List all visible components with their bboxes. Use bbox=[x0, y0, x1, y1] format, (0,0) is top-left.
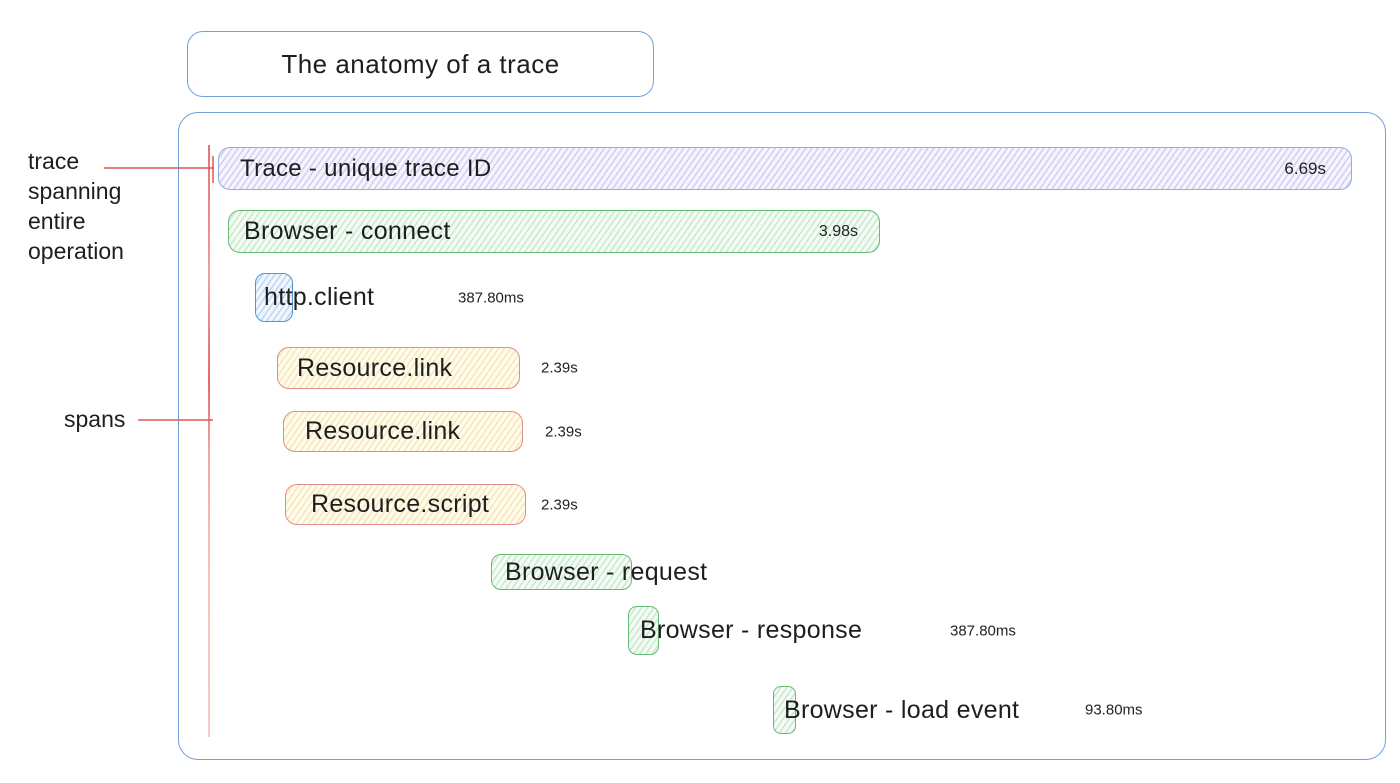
annotation-trace-line: trace bbox=[28, 148, 80, 174]
span-bar-resource-link-2 bbox=[283, 411, 523, 452]
annotation-spans-label: spans bbox=[64, 406, 126, 432]
span-row-browser-request: Browser - request bbox=[491, 554, 791, 590]
span-duration: 2.39s bbox=[541, 496, 578, 513]
span-duration: 2.39s bbox=[545, 423, 582, 440]
span-bar-http-client bbox=[255, 273, 293, 322]
annotation-trace-label: trace spanning entire operation bbox=[28, 146, 124, 266]
span-row-trace: Trace - unique trace ID 6.69s bbox=[218, 147, 1352, 190]
span-duration: 6.69s bbox=[1284, 159, 1326, 178]
spans-connector-line bbox=[138, 419, 213, 421]
span-label: Browser - connect bbox=[244, 217, 451, 245]
trace-connector-line bbox=[104, 167, 214, 169]
trace-bar bbox=[218, 147, 1352, 190]
span-row-http-client: http.client 387.80ms bbox=[255, 273, 675, 322]
span-row-resource-link-1: Resource.link 2.39s bbox=[277, 347, 637, 389]
span-bar-resource-link-1 bbox=[277, 347, 520, 389]
span-bar-browser-request bbox=[491, 554, 632, 590]
span-label: Resource.link bbox=[297, 354, 453, 382]
span-bar-browser-load-event bbox=[773, 686, 796, 734]
annotation-trace-line: operation bbox=[28, 238, 124, 264]
span-bar-resource-script bbox=[285, 484, 526, 525]
span-duration: 3.98s bbox=[818, 223, 858, 240]
span-label: Browser - load event bbox=[784, 696, 1020, 724]
span-label: Resource.link bbox=[305, 417, 461, 445]
span-row-resource-script: Resource.script 2.39s bbox=[285, 484, 645, 525]
span-label: Resource.script bbox=[311, 490, 490, 518]
span-label: Browser - request bbox=[505, 558, 708, 586]
span-duration: 2.39s bbox=[541, 359, 578, 377]
trace-connector-tick bbox=[212, 156, 214, 183]
span-bar-browser-response bbox=[628, 606, 659, 655]
span-bar-browser-connect bbox=[228, 210, 880, 253]
span-label: Browser - response bbox=[640, 616, 863, 644]
annotation-trace-line: entire bbox=[28, 208, 86, 234]
span-duration: 93.80ms bbox=[1085, 701, 1143, 719]
span-row-browser-load-event: Browser - load event 93.80ms bbox=[773, 686, 1203, 734]
annotation-trace-line: spanning bbox=[28, 178, 122, 204]
span-row-resource-link-2: Resource.link 2.39s bbox=[283, 411, 643, 452]
span-row-browser-response: Browser - response 387.80ms bbox=[628, 606, 1078, 655]
page-title: The anatomy of a trace bbox=[281, 48, 560, 79]
span-label: http.client bbox=[264, 283, 375, 311]
span-duration: 387.80ms bbox=[458, 289, 524, 306]
spans-axis-line bbox=[208, 145, 210, 737]
span-row-browser-connect: Browser - connect 3.98s bbox=[228, 210, 880, 253]
span-label: Trace - unique trace ID bbox=[240, 155, 492, 182]
title-box: The anatomy of a trace bbox=[187, 31, 654, 97]
span-duration: 387.80ms bbox=[950, 622, 1016, 639]
